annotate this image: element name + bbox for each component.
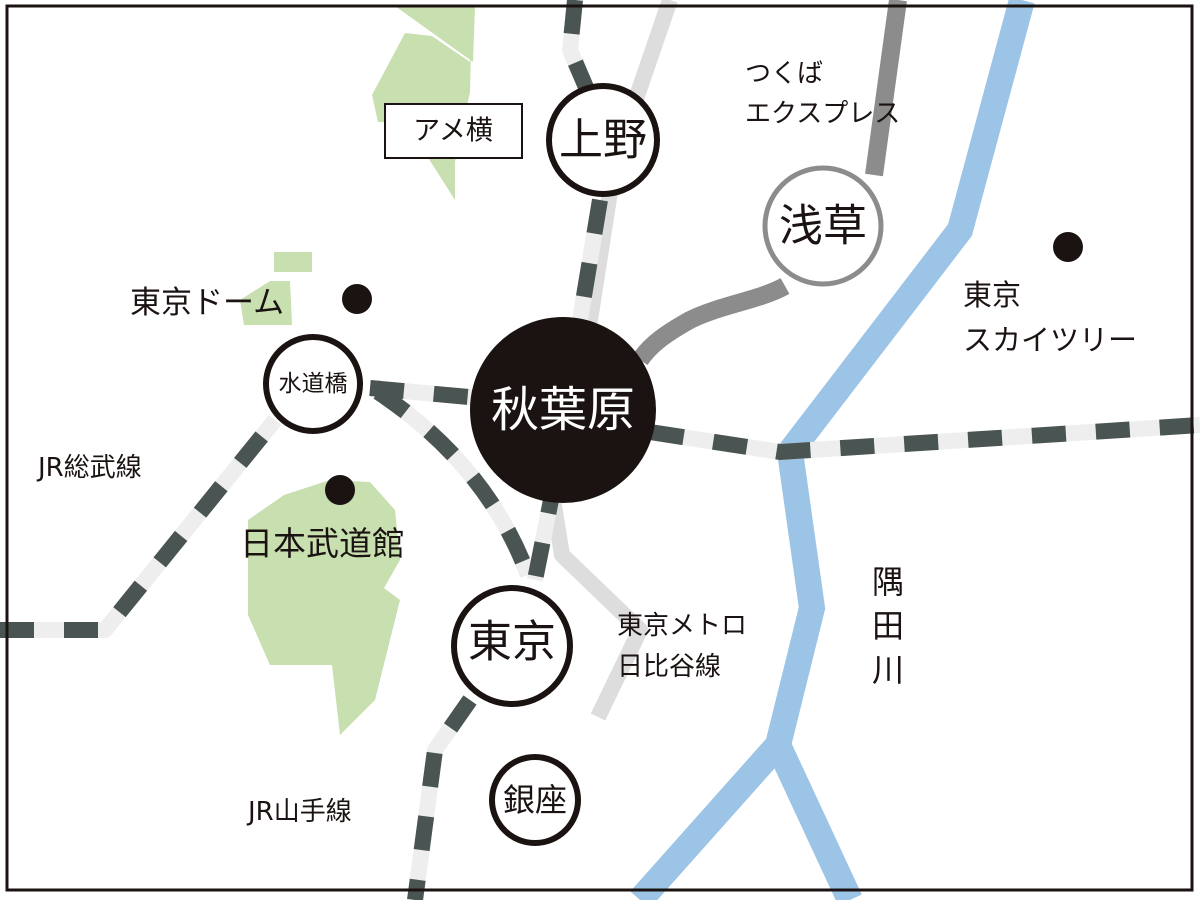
station-asakusa-label: 浅草 <box>779 201 867 252</box>
tokyo-dome-park-top <box>274 252 312 272</box>
yamanote-line-label: JR山手線 <box>246 797 352 827</box>
budokan-marker-icon[interactable] <box>325 475 355 505</box>
tokyo-dome-label: 東京ドーム <box>130 285 284 321</box>
station-akihabara-label: 秋葉原 <box>491 382 635 438</box>
station-asakusa[interactable]: 浅草 <box>762 165 884 287</box>
tx-line-label-1: つくば <box>745 59 823 89</box>
station-ginza-label: 銀座 <box>503 781 567 819</box>
sumida-river-label-3: 川 <box>872 651 904 689</box>
sumida-river <box>630 0 1035 900</box>
hibiya-line-label-1: 東京メトロ <box>617 611 747 641</box>
skytree-label-line2: スカイツリー <box>963 323 1137 357</box>
map-frame <box>5 4 1194 892</box>
tx-line-label-2: エクスプレス <box>745 99 900 129</box>
sumida-river-label-1: 隅 <box>872 563 904 601</box>
landmark-dots <box>325 232 1083 505</box>
ameyoko-label: アメ横 <box>413 116 493 147</box>
imperial-palace-park <box>248 480 400 735</box>
station-akihabara[interactable]: 秋葉原 <box>470 317 656 503</box>
station-ueno[interactable]: 上野 <box>546 83 660 197</box>
station-ueno-label: 上野 <box>559 115 647 166</box>
skytree-marker-icon[interactable] <box>1053 232 1083 262</box>
tokyo-dome-marker-icon[interactable] <box>342 284 372 314</box>
station-suidobashi-label: 水道橋 <box>279 371 348 397</box>
station-suidobashi[interactable]: 水道橋 <box>263 334 363 434</box>
station-ginza[interactable]: 銀座 <box>489 754 581 846</box>
skytree-label-line1: 東京 <box>963 278 1021 312</box>
sobu-line-label: JR総武線 <box>36 453 142 483</box>
budokan-label: 日本武道館 <box>240 524 405 563</box>
ameyoko-label-box[interactable]: アメ横 <box>384 103 523 159</box>
ueno-park-upper <box>395 6 475 62</box>
tokyo-dome-park <box>240 281 292 325</box>
sumida-river-label-2: 田 <box>872 607 904 645</box>
tsukuba-express-line <box>632 0 907 366</box>
hibiya-line-label-2: 日比谷線 <box>617 652 721 682</box>
station-tokyo-label: 東京 <box>468 617 556 668</box>
station-tokyo[interactable]: 東京 <box>451 585 573 707</box>
